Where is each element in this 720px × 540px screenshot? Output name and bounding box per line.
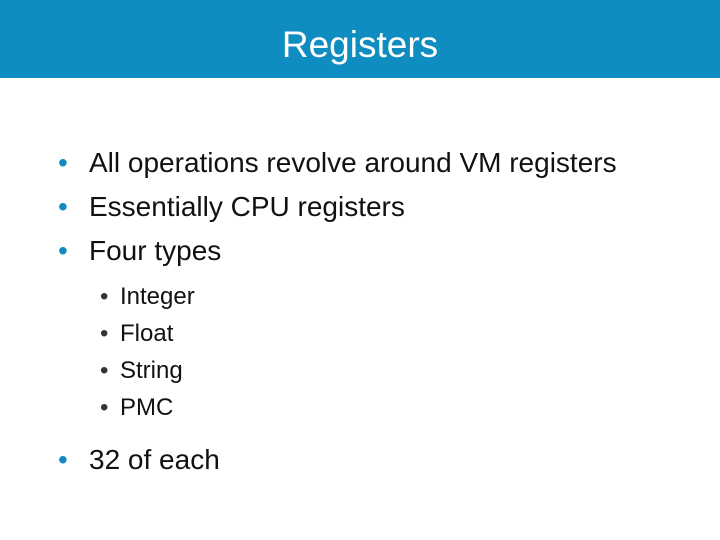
bullet-item: • Four types [58, 234, 658, 268]
bullet-text: Four types [89, 235, 222, 266]
sub-bullet-item: • Float [58, 315, 658, 352]
bullet-item: • 32 of each [58, 443, 658, 477]
bullet-icon: • [58, 235, 68, 266]
bullet-icon: • [58, 191, 68, 222]
sub-bullet-icon: • [100, 283, 109, 310]
slide-title: Registers [281, 24, 439, 65]
sub-bullet-item: • String [58, 352, 658, 389]
sub-bullet-icon: • [100, 357, 109, 384]
title-bar: Registers [0, 0, 720, 78]
sub-bullet-icon: • [100, 394, 109, 421]
sub-bullet-text: PMC [120, 394, 174, 421]
sub-bullet-text: Integer [120, 283, 195, 310]
bullet-icon: • [58, 147, 68, 178]
sub-bullet-text: Float [120, 320, 174, 347]
bullet-list: • All operations revolve around VM regis… [58, 146, 658, 487]
sub-bullet-item: • Integer [58, 278, 658, 315]
sub-bullet-icon: • [100, 320, 109, 347]
bullet-item: • Essentially CPU registers [58, 190, 658, 224]
bullet-item: • All operations revolve around VM regis… [58, 146, 658, 180]
sub-bullet-item: • PMC [58, 389, 658, 426]
sub-bullet-list: • Integer • Float • String • PMC [58, 278, 658, 426]
bullet-icon: • [58, 444, 68, 475]
bullet-text: All operations revolve around VM registe… [89, 147, 617, 178]
bullet-text: 32 of each [89, 444, 220, 475]
sub-bullet-text: String [120, 357, 183, 384]
bullet-text: Essentially CPU registers [89, 191, 405, 222]
